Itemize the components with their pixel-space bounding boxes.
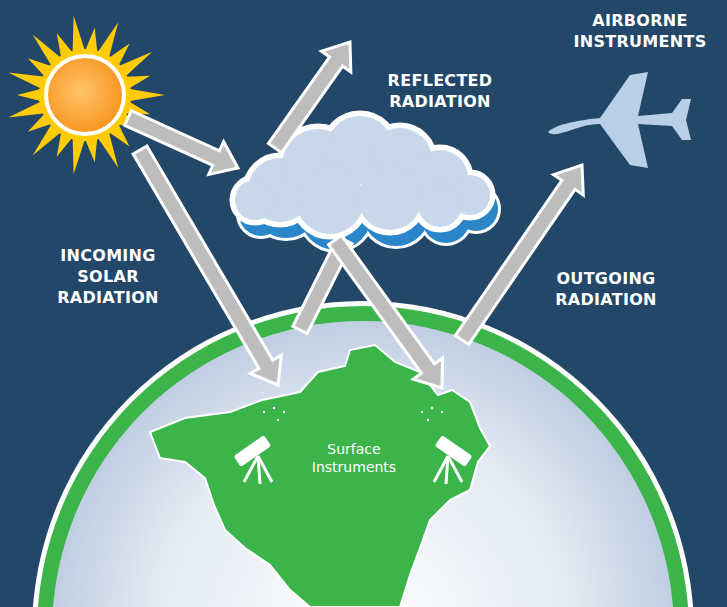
radiation-arrows (125, 42, 584, 388)
radiation-label: OUTGOING RADIATION (546, 268, 666, 310)
cloud (233, 114, 498, 250)
airplane (548, 72, 691, 168)
earth-globe (32, 301, 694, 607)
instrument-label: AIRBORNE INSTRUMENTS (565, 10, 715, 52)
radiation-label: REFLECTED RADIATION (380, 70, 500, 112)
instrument-label: Surface Instruments (308, 440, 400, 476)
radiation-label: INCOMING SOLAR RADIATION (48, 245, 168, 308)
telescope-symbols (234, 407, 472, 484)
